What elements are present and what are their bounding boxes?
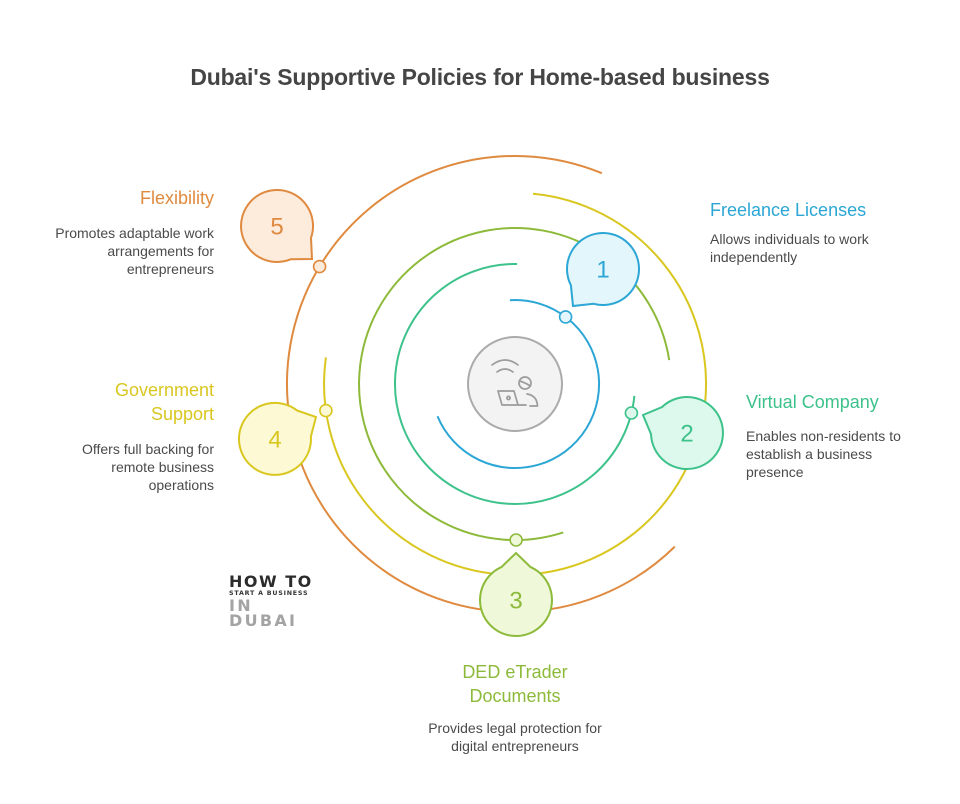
ring-node-5 — [312, 259, 327, 274]
item-description-line: Provides legal protection for — [428, 720, 602, 736]
item-description-line: Allows individuals to work — [710, 231, 869, 247]
step-bubble-5 — [240, 188, 314, 263]
remote-work-icon — [491, 359, 539, 407]
step-number-4: 4 — [268, 427, 281, 454]
item-title-line: Documents — [469, 686, 561, 706]
item-description: Provides legal protection for digital en… — [395, 719, 635, 755]
item-title-line: Flexibility — [139, 188, 214, 208]
item-description: Offers full backing for remote business … — [82, 440, 214, 494]
item-title-line: Support — [150, 404, 214, 424]
item-title: Flexibility — [55, 186, 214, 210]
center-hub — [467, 336, 563, 432]
ring-arc-government-support — [323, 192, 707, 576]
item-description-line: establish a business — [746, 446, 873, 462]
item-title: Virtual Company — [746, 390, 901, 414]
ring-node-4 — [319, 403, 333, 418]
step-number-3: 3 — [509, 588, 522, 615]
ring-node-2 — [624, 406, 639, 420]
logo-line-1: HOW TO — [229, 572, 313, 591]
step-number-5: 5 — [270, 214, 283, 241]
person-hair-line — [518, 380, 532, 387]
item-description: Allows individuals to work independently — [710, 230, 869, 266]
item-description-line: Promotes adaptable work — [55, 225, 214, 241]
ring-arc-virtual-company — [393, 262, 636, 505]
item-description-line: digital entrepreneurs — [451, 738, 579, 754]
item-description-line: Enables non-residents to — [746, 428, 901, 444]
item-description-line: operations — [148, 477, 214, 493]
step-bubble-2 — [641, 396, 724, 470]
wifi-icon — [491, 359, 519, 373]
center-circle — [467, 336, 563, 432]
item-title: Government Support — [82, 378, 214, 426]
item-description-line: Offers full backing for — [81, 441, 214, 457]
item-title-line: Government — [114, 380, 214, 400]
page-title: Dubai's Supportive Policies for Home-bas… — [190, 64, 770, 90]
item-description-line: arrangements for — [107, 243, 214, 259]
item-description: Enables non-residents to establish a bus… — [746, 427, 901, 481]
step-number-2: 2 — [680, 421, 693, 448]
step-number-1: 1 — [596, 257, 609, 284]
item-title: DED eTrader Documents — [395, 660, 635, 708]
person-head-icon — [518, 376, 532, 390]
laptop-dot — [506, 395, 511, 401]
item-freelance-licenses: Freelance Licenses Allows individuals to… — [710, 198, 869, 266]
brand-logo: HOW TO START A BUSINESS IN DUBAI — [229, 572, 321, 630]
item-ded-etrader-documents: DED eTrader Documents Provides legal pro… — [395, 660, 635, 755]
logo-line-3: IN DUBAI — [229, 596, 298, 630]
step-bubble-1 — [566, 232, 640, 308]
item-title: Freelance Licenses — [710, 198, 869, 222]
item-description-line: independently — [710, 249, 798, 265]
ring-node-3 — [509, 533, 523, 547]
item-description-line: remote business — [111, 459, 214, 475]
item-title-line: DED eTrader — [462, 662, 568, 682]
person-shoulders-icon — [526, 393, 539, 407]
item-description-line: presence — [746, 464, 804, 480]
laptop-icon — [497, 390, 527, 406]
item-title-line: Freelance Licenses — [710, 200, 867, 220]
item-title-line: Virtual Company — [746, 392, 879, 412]
step-bubble-3 — [479, 551, 553, 638]
ring-node-1 — [558, 310, 573, 324]
item-government-support: Government Support Offers full backing f… — [82, 378, 214, 494]
item-flexibility: Flexibility Promotes adaptable work arra… — [55, 186, 214, 278]
item-description-line: entrepreneurs — [126, 261, 214, 277]
logo-line-2: START A BUSINESS — [229, 590, 309, 597]
item-virtual-company: Virtual Company Enables non-residents to… — [746, 390, 901, 481]
item-description: Promotes adaptable work arrangements for… — [55, 224, 214, 278]
step-bubble-4 — [238, 401, 318, 476]
